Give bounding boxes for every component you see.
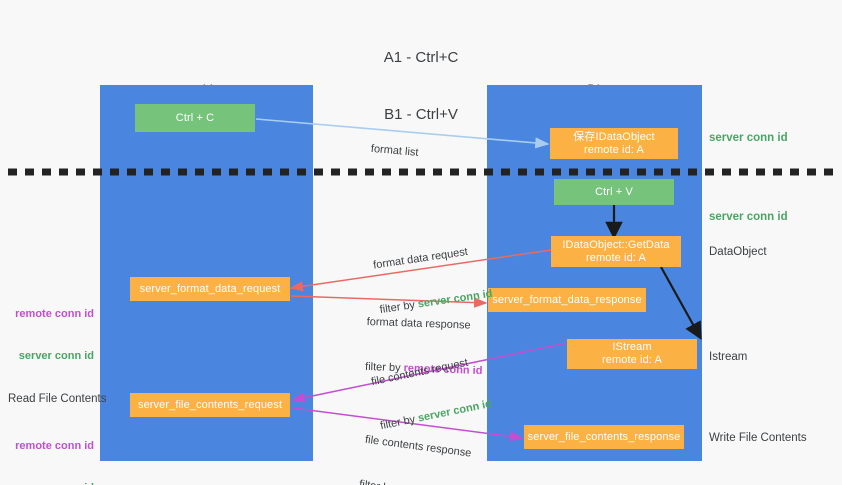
node-idataobject[interactable]: 保存IDataObject remote id: A [550,128,678,159]
fmt-server-conn-id: server conn id [18,350,94,362]
node-istream[interactable]: IStream remote id: A [567,339,697,369]
fmt-req-line1: format data request [372,245,469,272]
node-server-format-data-response[interactable]: server_format_data_response [488,288,646,312]
file-resp-line2: filter by remote conn id [358,477,476,485]
annotation-server-conn-id-second: server conn id [709,211,788,223]
annotation-read-file-conn-ids: remote conn id server conn id [0,411,94,485]
node-server-file-contents-response[interactable]: server_file_contents_response [524,425,684,449]
annotation-read-file-contents: Read File Contents [8,393,107,405]
annotation-format-conn-ids: remote conn id server conn id [0,279,94,391]
read-remote-conn-id: remote conn id [15,440,94,452]
node-idataobject-getdata[interactable]: IDataObject::GetData remote id: A [551,236,681,267]
edge-caption-format-list: format list [368,112,422,191]
edge-caption-format-list-line1: format list [370,142,419,159]
annotation-dataobject: DataObject [709,246,767,258]
file-resp-prefix: filter by [359,478,399,485]
annotation-write-file-contents: Write File Contents [709,432,807,444]
annotation-istream: Istream [709,351,748,363]
read-server-conn-id: server conn id [0,481,94,485]
fmt-remote-conn-id: remote conn id [15,308,94,320]
file-resp-line1: file contents response [364,433,473,460]
node-server-file-contents-request[interactable]: server_file_contents_request [130,393,290,417]
node-ctrl-c[interactable]: Ctrl + C [135,104,255,132]
edge-caption-file-contents-response: file contents response filter by remote … [354,403,486,485]
node-server-format-data-request[interactable]: server_format_data_request [130,277,290,301]
node-ctrl-v[interactable]: Ctrl + V [554,179,674,205]
file-req-line1: file contents request [370,356,470,389]
annotation-server-conn-id-top: server conn id [709,132,788,144]
title-line-1: A1 - Ctrl+C [383,49,459,66]
